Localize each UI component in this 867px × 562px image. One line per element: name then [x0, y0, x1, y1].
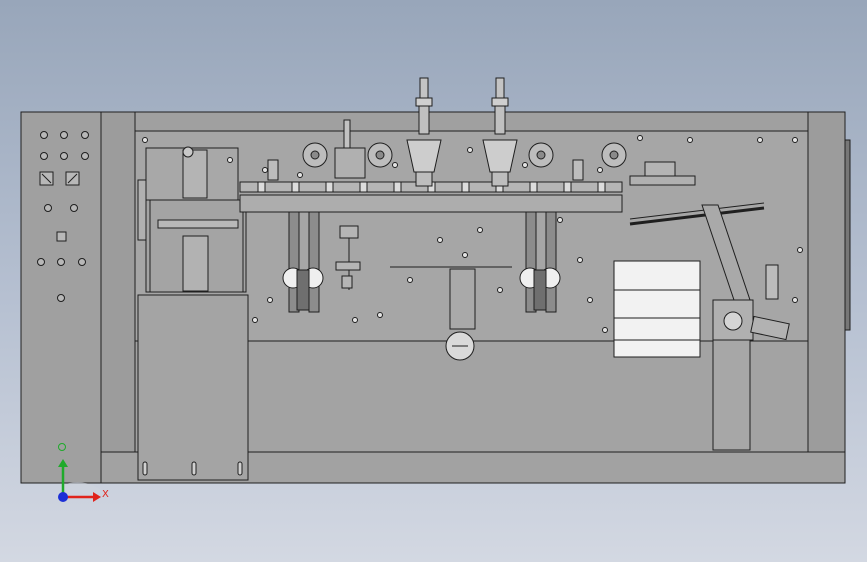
filling-nozzle-right [482, 77, 518, 187]
panel-buttons [37, 131, 89, 302]
left-drive-unit [137, 146, 247, 293]
lower-housing [137, 294, 249, 481]
packaging-machine-front-view [20, 77, 851, 484]
right-side-strip [844, 139, 851, 331]
right-column [807, 111, 846, 453]
cam-plate [449, 268, 476, 330]
clamp-arm-left [282, 211, 324, 313]
pneumatic-cylinder [629, 206, 765, 226]
lever-pivot [723, 311, 743, 331]
pouch-magazine [613, 260, 701, 358]
housing-slots [142, 461, 243, 476]
left-column [100, 111, 136, 453]
top-rail [134, 111, 809, 132]
lever-post [712, 339, 751, 451]
center-post [343, 119, 351, 149]
feed-wheels [267, 142, 627, 181]
triad-arc [62, 482, 102, 499]
triad-origin-marker [58, 443, 66, 451]
center-linkage [335, 225, 361, 290]
bolt-holes [142, 135, 803, 333]
lever-cam [750, 315, 790, 341]
conveyor-rollers [257, 181, 606, 193]
filling-nozzle-left [406, 77, 442, 187]
conveyor-lower-bar [239, 194, 623, 213]
coordinate-triad: X [58, 443, 109, 502]
x-axis-label: X [102, 489, 109, 500]
clamp-arm-right [519, 211, 561, 313]
z-axis-dot [58, 492, 68, 502]
side-clamp [765, 264, 779, 300]
